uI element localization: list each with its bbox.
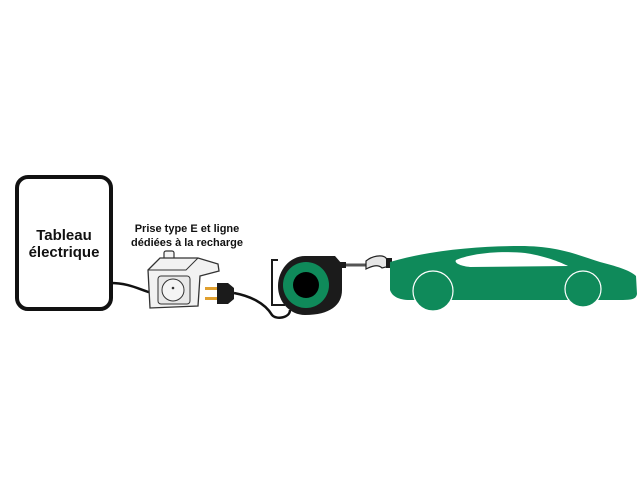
panel-label-line2: électrique [29, 244, 100, 261]
electric-car-icon [390, 246, 637, 312]
panel-label-line1: Tableau [36, 227, 92, 244]
plug-icon [205, 283, 234, 304]
cable-panel-outlet [109, 281, 153, 295]
electrical-panel-icon: Tableau électrique [15, 175, 113, 311]
charging-connector-icon [365, 255, 392, 270]
outlet-label-line1: Prise type E et ligne [135, 223, 240, 235]
type-e-outlet-icon [147, 250, 220, 309]
cable-plug-reel [233, 291, 292, 319]
cable-reel-icon [271, 256, 346, 315]
outlet-label-line2: dédiées à la recharge [131, 237, 243, 249]
